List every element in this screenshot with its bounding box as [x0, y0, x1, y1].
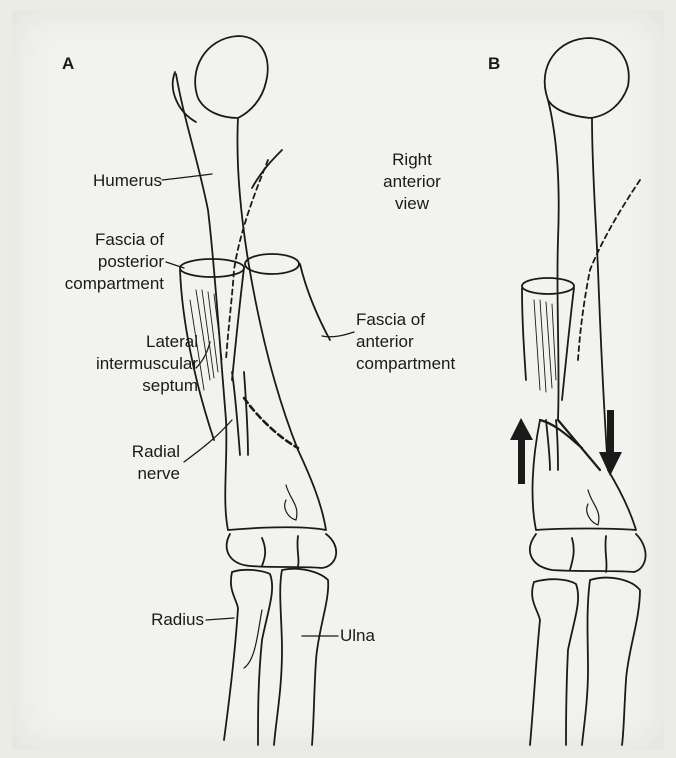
- label-fascia-posterior: Fascia of posterior compartment: [30, 230, 164, 294]
- view-caption-line-3: view: [372, 194, 452, 214]
- label-fascia-anterior-line-1: Fascia of: [356, 310, 476, 330]
- distal-humerus: [225, 420, 326, 530]
- label-radial-nerve-line-2: nerve: [90, 464, 180, 484]
- epicondyle-detail: [285, 485, 297, 520]
- label-radius: Radius: [100, 610, 204, 630]
- label-radial-nerve: Radial nerve: [90, 442, 180, 484]
- lateral-septum-hatching-b: [534, 300, 556, 392]
- label-lateral-septum: Lateral intermuscular septum: [30, 332, 198, 396]
- label-lateral-septum-line-1: Lateral: [30, 332, 198, 352]
- fracture-line: [244, 398, 298, 448]
- radial-nerve: [232, 372, 248, 455]
- leader-radial-nerve: [184, 420, 232, 462]
- label-fascia-posterior-line-3: compartment: [30, 274, 164, 294]
- view-caption-line-1: Right: [372, 150, 452, 170]
- label-ulna: Ulna: [340, 626, 400, 646]
- posterior-fascia-top-b: [522, 278, 574, 294]
- elbow-condyles-b: [530, 534, 646, 572]
- label-radial-nerve-line-1: Radial: [90, 442, 180, 462]
- label-fascia-anterior-line-2: anterior: [356, 332, 476, 352]
- radius-bone: [224, 570, 272, 745]
- leader-radius: [206, 618, 234, 620]
- humerus-head: [195, 36, 268, 118]
- posterior-fascia-sheet-b: [522, 288, 574, 400]
- label-fascia-posterior-line-1: Fascia of: [30, 230, 164, 250]
- radial-nerve-path-b: [578, 180, 640, 360]
- humerus-head-b: [545, 38, 629, 118]
- leader-humerus: [162, 174, 212, 180]
- radial-nerve-upper: [252, 150, 282, 188]
- label-fascia-posterior-line-2: posterior: [30, 252, 164, 272]
- displacement-arrow-up: [510, 418, 533, 484]
- elbow-condyles: [227, 534, 337, 568]
- ulna-bone: [274, 569, 328, 745]
- panel-b-drawing: [510, 38, 646, 745]
- radius-tuberosity: [244, 610, 262, 668]
- humerus-shaft-b: [548, 100, 608, 470]
- anterior-fascia-edge: [300, 264, 330, 340]
- radius-bone-b: [530, 579, 578, 745]
- label-lateral-septum-line-2: intermuscular: [30, 354, 198, 374]
- panel-b-letter: B: [488, 54, 500, 74]
- panel-a-letter: A: [62, 54, 74, 74]
- epicondyle-detail-b: [587, 490, 599, 525]
- label-lateral-septum-line-3: septum: [30, 376, 198, 396]
- anterior-fascia-top: [245, 254, 299, 274]
- displacement-arrow-down: [599, 410, 622, 476]
- view-caption: Right anterior view: [372, 150, 452, 214]
- label-humerus: Humerus: [52, 171, 162, 191]
- label-fascia-anterior-line-3: compartment: [356, 354, 476, 374]
- ulna-bone-b: [582, 578, 640, 745]
- label-fascia-anterior: Fascia of anterior compartment: [356, 310, 476, 374]
- view-caption-line-2: anterior: [372, 172, 452, 192]
